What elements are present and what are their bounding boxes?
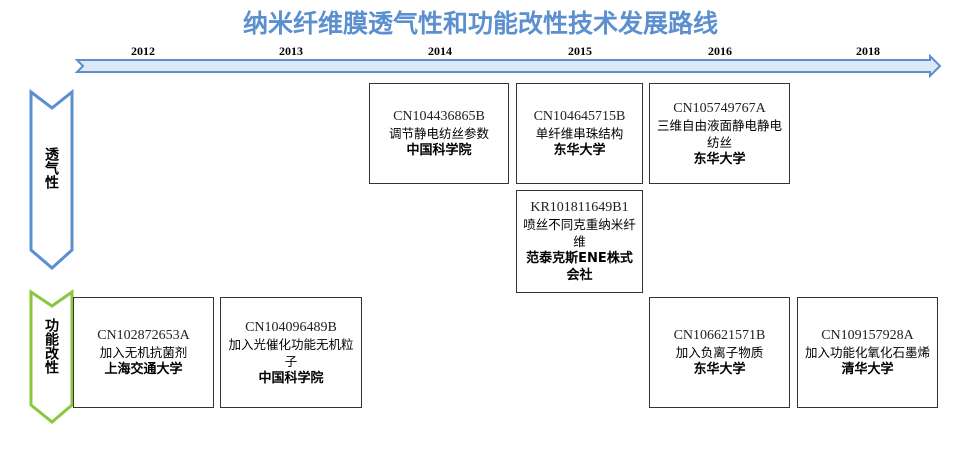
year-label: 2014	[428, 44, 452, 58]
patent-box: CN104436865B 调节静电纺丝参数中国科学院	[369, 83, 509, 184]
patent-desc: 加入光催化功能无机粒子	[228, 336, 354, 369]
row-label-functional: 功能改性	[43, 318, 59, 374]
year-label: 2016	[708, 44, 732, 58]
patent-box: CN104645715B 单纤维串珠结构东华大学	[516, 83, 643, 184]
patent-box: CN106621571B 加入负离子物质东华大学	[649, 297, 790, 408]
patent-desc: 喷丝不同克重纳米纤维	[523, 217, 636, 249]
patent-number: CN109157928A	[821, 328, 914, 343]
patent-number: CN106621571B	[673, 328, 766, 343]
patent-box: CN102872653A 加入无机抗菌剂上海交通大学	[73, 297, 214, 408]
patent-assignee: 东华大学	[553, 143, 606, 158]
patent-number: CN104436865B	[393, 109, 485, 124]
functional-chevron	[29, 289, 74, 424]
patent-desc: 三维自由液面静电静电纺丝	[656, 117, 782, 150]
patent-desc: 调节静电纺丝参数	[388, 126, 489, 141]
patent-number: KR101811649B1	[530, 200, 629, 215]
patent-assignee: 东华大学	[693, 362, 746, 377]
patent-number: CN104096489B	[245, 319, 337, 335]
patent-desc: 加入无机抗菌剂	[99, 345, 188, 360]
timeline-arrow	[74, 53, 942, 79]
patent-assignee: 中国科学院	[258, 370, 324, 386]
year-label: 2013	[279, 44, 303, 58]
year-label: 2015	[568, 44, 592, 58]
patent-assignee: 上海交通大学	[104, 362, 183, 377]
patent-desc: 加入负离子物质	[675, 345, 764, 360]
patent-desc: 加入功能化氧化石墨烯	[804, 345, 930, 360]
patent-number: CN102872653A	[97, 328, 190, 343]
diagram-title: 纳米纤维膜透气性和功能改性技术发展路线	[242, 9, 718, 38]
patent-desc: 单纤维串珠结构	[535, 126, 624, 141]
patent-assignee: 范泰克斯ENE株式会社	[526, 251, 633, 283]
patent-number: CN104645715B	[533, 109, 626, 124]
year-label: 2012	[131, 44, 155, 58]
patent-assignee: 中国科学院	[406, 143, 472, 158]
patent-box: CN109157928A 加入功能化氧化石墨烯清华大学	[797, 297, 938, 408]
row-label-breathability: 透气性	[43, 147, 59, 189]
breathability-chevron	[29, 88, 74, 270]
patent-assignee: 清华大学	[841, 362, 894, 377]
patent-number: CN105749767A	[673, 100, 766, 116]
year-label: 2018	[856, 44, 880, 58]
patent-assignee: 东华大学	[693, 151, 746, 167]
patent-box: KR101811649B1 喷丝不同克重纳米纤维范泰克斯ENE株式会社	[516, 190, 643, 293]
